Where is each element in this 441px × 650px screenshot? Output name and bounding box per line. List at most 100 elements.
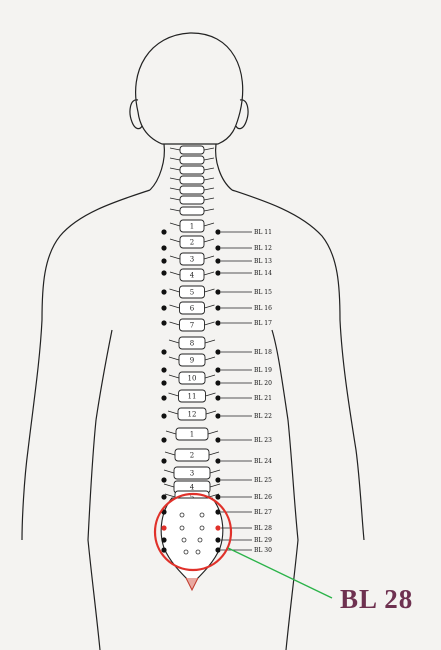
acupoint-dot-right bbox=[215, 305, 221, 311]
vertebra: 1 bbox=[169, 219, 215, 233]
spine: 12345678910111212345 bbox=[163, 145, 221, 504]
cervical-vertebra bbox=[169, 185, 215, 195]
acupoint-label: BL 24 bbox=[254, 458, 272, 465]
vertebra: 4 bbox=[169, 268, 215, 282]
acupoint: BL 26 bbox=[161, 494, 272, 501]
acupoint-label: BL 20 bbox=[254, 380, 272, 387]
acupoint-label: BL 23 bbox=[254, 437, 272, 444]
acupoint: BL 17 bbox=[161, 320, 272, 327]
acupoint-dot-right bbox=[215, 289, 221, 295]
vertebra-number: 2 bbox=[190, 452, 194, 460]
acupoint-dot-left bbox=[161, 413, 167, 419]
acupoint-dot-right bbox=[215, 380, 221, 386]
callout-leader-line bbox=[227, 547, 333, 599]
vertebra-number: 4 bbox=[190, 484, 195, 492]
acupoint: BL 23 bbox=[161, 437, 272, 444]
vertebra-number: 10 bbox=[188, 375, 197, 383]
vertebra-number: 9 bbox=[190, 357, 194, 365]
cervical-vertebra bbox=[169, 195, 215, 205]
vertebra-number: 6 bbox=[190, 305, 195, 313]
vertebra-number: 3 bbox=[190, 256, 194, 264]
vertebra-number: 7 bbox=[190, 322, 194, 330]
vertebra: 7 bbox=[169, 318, 215, 332]
vertebra: 5 bbox=[169, 285, 215, 299]
acupoint-label: BL 13 bbox=[254, 258, 272, 265]
acupoint-dot-left bbox=[161, 395, 167, 401]
acupoint-dot-right bbox=[215, 245, 221, 251]
acupoint-dot-right bbox=[215, 537, 221, 543]
acupoint-label: BL 12 bbox=[254, 245, 272, 252]
cervical-vertebra bbox=[169, 206, 215, 216]
acupoint-dot-left bbox=[161, 458, 167, 464]
sacrum bbox=[160, 497, 224, 592]
acupoint-label: BL 21 bbox=[254, 395, 272, 402]
acupoint-dot-left bbox=[161, 437, 167, 443]
acupoint: BL 13 bbox=[161, 258, 272, 265]
acupoint-dot-left bbox=[161, 258, 167, 264]
acupoint-dot-left bbox=[161, 494, 167, 500]
acupoint: BL 18 bbox=[161, 349, 272, 356]
acupoint: BL 19 bbox=[161, 367, 272, 374]
acupoint-label: BL 27 bbox=[254, 509, 272, 516]
acupoint: BL 21 bbox=[161, 395, 272, 402]
acupoint: BL 22 bbox=[161, 413, 272, 420]
acupoint-label: BL 11 bbox=[254, 229, 272, 236]
vertebra: 3 bbox=[163, 466, 221, 480]
acupoint-label: BL 19 bbox=[254, 367, 272, 374]
acupoint-label: BL 22 bbox=[254, 413, 272, 420]
acupoint-dot-right bbox=[215, 367, 221, 373]
acupoint-dot-left bbox=[161, 270, 167, 276]
acupoint-label: BL 18 bbox=[254, 349, 272, 356]
acupoint-dot-left bbox=[161, 349, 167, 355]
acupoint: BL 20 bbox=[161, 380, 272, 387]
acupoint-dot-right bbox=[215, 437, 221, 443]
callout-label: BL 28 bbox=[340, 584, 414, 614]
acupoint-dot-right bbox=[215, 270, 221, 276]
acupoint-dot-left bbox=[161, 547, 167, 553]
acupoint-dot-left bbox=[161, 525, 167, 531]
vertebra: 3 bbox=[169, 252, 215, 266]
acupoint-dot-right bbox=[215, 477, 221, 483]
acupoint: BL 11 bbox=[161, 229, 272, 236]
vertebra: 11 bbox=[168, 389, 216, 403]
acupoint-label: BL 26 bbox=[254, 494, 272, 501]
acupoint-dot-right bbox=[215, 258, 221, 264]
acupoint: BL 16 bbox=[161, 305, 272, 312]
cervical-vertebra bbox=[169, 175, 215, 185]
vertebra-number: 3 bbox=[190, 470, 194, 478]
acupoint: BL 30 bbox=[161, 547, 272, 554]
acupoint-dot-right bbox=[215, 509, 221, 515]
acupoint-dot-left bbox=[161, 289, 167, 295]
acupoint-label: BL 15 bbox=[254, 289, 272, 296]
acupoint-dot-left bbox=[161, 229, 167, 235]
acupoint-dot-right bbox=[215, 494, 221, 500]
vertebra: 2 bbox=[169, 235, 215, 249]
acupoint: BL 28 bbox=[161, 525, 272, 532]
acupoint: BL 14 bbox=[161, 270, 272, 277]
acupoint-label: BL 14 bbox=[254, 270, 272, 277]
acupoint-dot-left bbox=[161, 537, 167, 543]
vertebra: 6 bbox=[169, 301, 215, 315]
vertebra-number: 2 bbox=[190, 239, 194, 247]
acupoint-label: BL 28 bbox=[254, 525, 272, 532]
acupoint-dot-right bbox=[215, 229, 221, 235]
vertebra: 4 bbox=[163, 480, 221, 494]
body-outline bbox=[21, 32, 365, 650]
acupoint-dot-right bbox=[215, 413, 221, 419]
vertebra-number: 1 bbox=[190, 223, 194, 231]
acupoint-label: BL 25 bbox=[254, 477, 272, 484]
acupoint: BL 29 bbox=[161, 537, 272, 544]
vertebra-number: 8 bbox=[190, 340, 194, 348]
acupoint-label: BL 30 bbox=[254, 547, 272, 554]
acupoint: BL 12 bbox=[161, 245, 272, 252]
vertebra-number: 11 bbox=[188, 393, 197, 401]
cervical-vertebra bbox=[169, 145, 215, 155]
acupoint: BL 15 bbox=[161, 289, 272, 296]
cervical-vertebra bbox=[169, 165, 215, 175]
acupoint-dot-right bbox=[215, 320, 221, 326]
vertebra: 9 bbox=[168, 353, 216, 367]
vertebra-number: 4 bbox=[190, 272, 195, 280]
acupoint-label: BL 16 bbox=[254, 305, 272, 312]
